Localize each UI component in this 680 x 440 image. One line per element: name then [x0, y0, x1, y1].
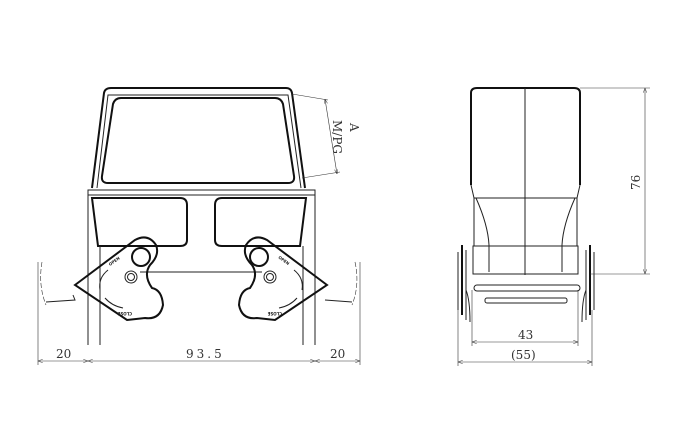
dim-overall-width: (55)	[511, 348, 536, 362]
entry-thread-label: M/PG	[330, 120, 344, 154]
dim-left-clearance: 20	[56, 347, 71, 361]
lever-open-label: OPEN	[277, 255, 290, 266]
locking-lever-right[interactable]: OPEN CLOSE	[237, 236, 329, 322]
dim-width: 93.5	[186, 347, 225, 361]
dim-height: 76	[629, 175, 643, 190]
side-view: 76 43 (55)	[457, 87, 650, 366]
locking-lever-left[interactable]: OPEN CLOSE	[73, 236, 165, 322]
pivot-pin-icon	[249, 247, 269, 267]
dim-inner-width: 43	[518, 328, 533, 342]
lever-close-label: CLOSE	[117, 311, 132, 316]
dim-right-clearance: 20	[330, 347, 345, 361]
lever-close-label: CLOSE	[267, 311, 282, 316]
hood-outline	[91, 87, 306, 189]
lever-open-label: OPEN	[108, 256, 121, 267]
front-view: OPEN CLOSE OPEN CLOSE M/PG A 20 93.5 20	[37, 87, 361, 365]
body-recess-left	[90, 197, 188, 247]
body-recess-right	[214, 197, 308, 247]
pivot-pin-icon	[131, 247, 151, 267]
entry-a-label: A	[347, 122, 361, 132]
hood-window	[100, 97, 296, 184]
